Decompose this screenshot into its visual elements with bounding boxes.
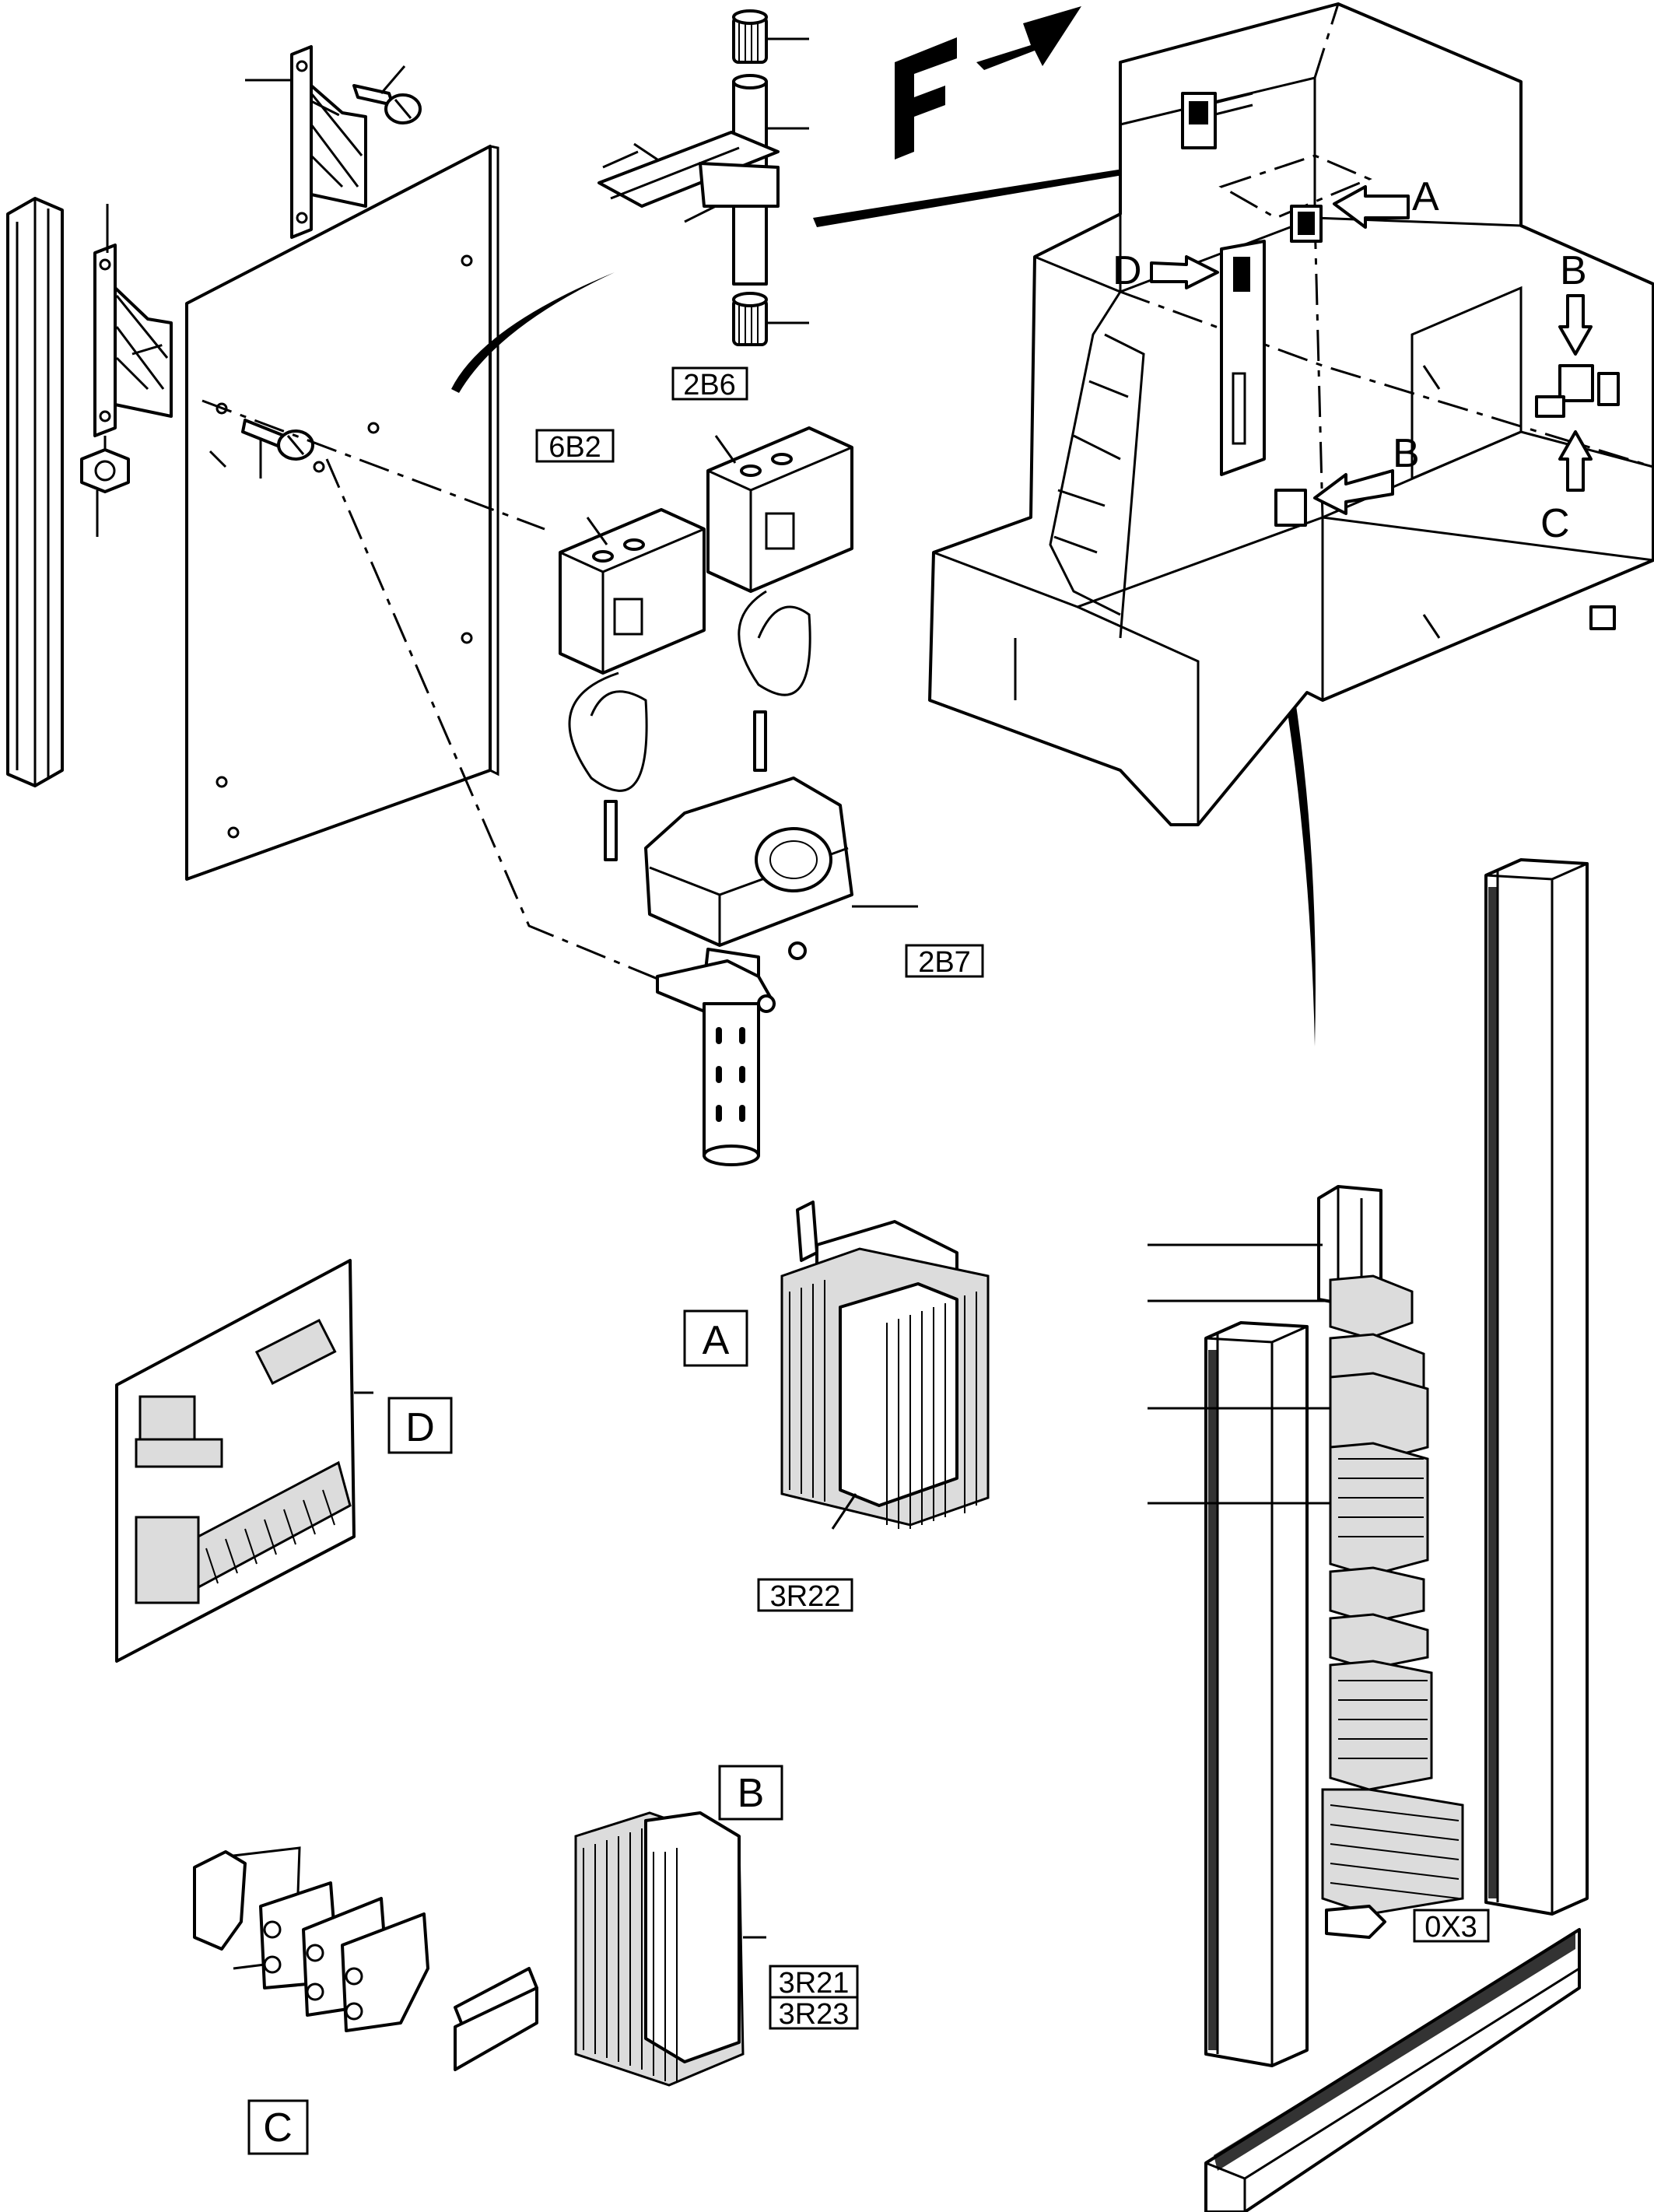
label-box-2b6 (671, 366, 748, 401)
label-box-0x3 (1413, 1909, 1490, 1943)
detail-label-a: A (703, 1318, 730, 1363)
mounting-bracket-lower (93, 204, 173, 437)
leader-arrow-pipe (813, 160, 1183, 227)
switch-cabinet (928, 2, 1654, 826)
cable-duct-short (1204, 1321, 1309, 2067)
label-2b6: 2B6 (683, 369, 736, 401)
label-box-3r23 (769, 1996, 859, 2030)
label-box-3r21 (769, 1965, 859, 1999)
callout-arrow-c (1558, 430, 1593, 492)
label-3r22: 3R22 (770, 1580, 841, 1613)
detail-d-circuit-board (115, 1259, 373, 1663)
front-direction-marker (895, 6, 1081, 160)
callout-b-mid: B (1393, 431, 1420, 476)
detail-box-b (718, 1765, 783, 1821)
callout-arrow-a (1333, 185, 1410, 229)
callout-b-right: B (1560, 248, 1587, 293)
mounting-screw-plate (241, 419, 314, 479)
callout-c: C (1540, 501, 1570, 546)
detail-box-d (387, 1397, 453, 1454)
callout-arrow-d (1150, 255, 1219, 289)
mounting-bracket-upper (245, 45, 367, 239)
detail-c-terminal-blocks (193, 1846, 538, 2071)
label-box-2b7 (905, 944, 984, 978)
hex-nut (80, 448, 130, 537)
leader-arrow-rail (1241, 482, 1316, 1046)
detail-label-c: C (263, 2105, 293, 2151)
detail-b-heater (574, 1811, 766, 2087)
mounting-plate (185, 145, 499, 881)
callout-arrow-b-mid (1313, 469, 1394, 515)
thermostat-6b2-right (706, 426, 853, 772)
label-0x3: 0X3 (1424, 1911, 1477, 1944)
vertical-din-rail (6, 197, 64, 787)
detail-label-d: D (405, 1405, 435, 1450)
pipe-sensor-2b6 (597, 9, 809, 346)
label-box-6b2 (535, 429, 615, 463)
cable-duct-tall (1484, 858, 1589, 1916)
label-3r23: 3R23 (779, 1998, 850, 2031)
label-6b2: 6B2 (548, 431, 601, 464)
detail-box-a (683, 1309, 748, 1367)
callout-arrow-b-right (1558, 294, 1593, 356)
pipe-thermostat-2b7 (644, 776, 918, 1166)
label-box-3r22 (757, 1578, 853, 1612)
thermostat-6b2-left (559, 508, 706, 861)
detail-box-c (247, 2099, 309, 2155)
cable-duct-horizontal (1204, 1928, 1581, 2212)
callout-d: D (1113, 248, 1142, 293)
detail-a-heater (780, 1201, 990, 1530)
callout-a: A (1412, 174, 1439, 219)
detail-label-b: B (738, 1771, 765, 1816)
label-2b7: 2B7 (918, 946, 971, 979)
mounting-screw-upper (352, 65, 422, 124)
terminal-rail-assembly (1148, 1185, 1464, 1939)
label-3r21: 3R21 (779, 1967, 850, 2000)
